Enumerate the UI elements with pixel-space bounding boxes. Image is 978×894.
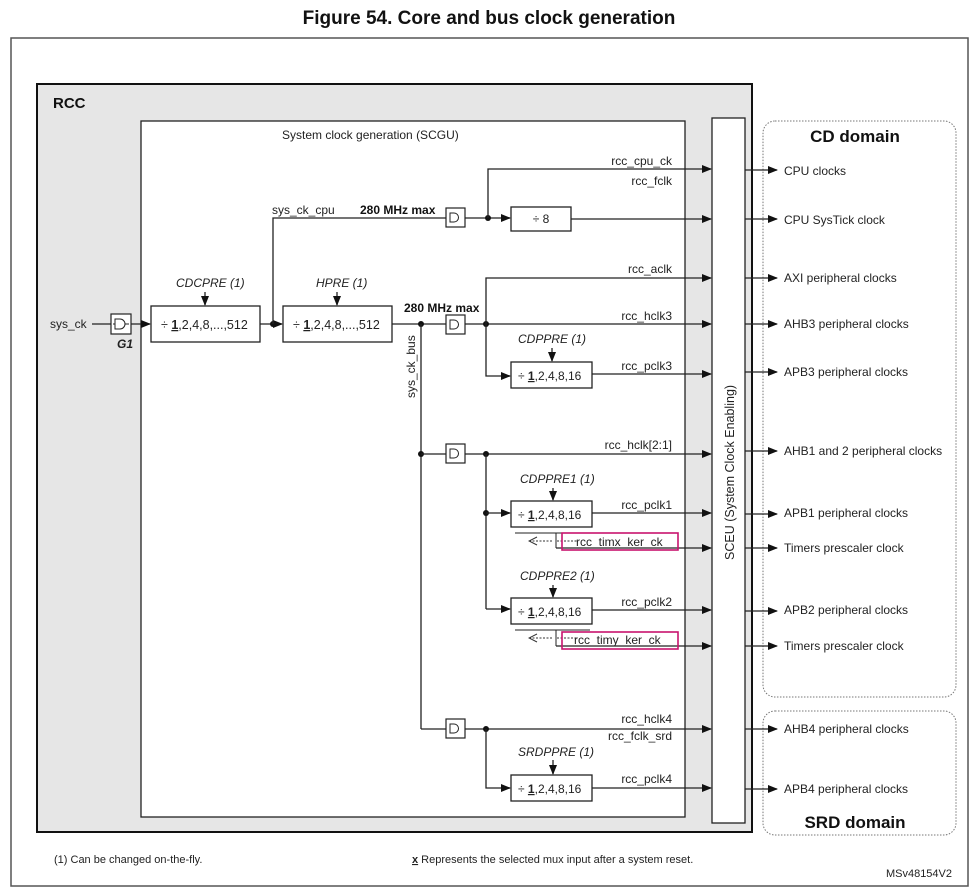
bus-max-label: 280 MHz max xyxy=(404,301,480,315)
srd-domain-label: SRD domain xyxy=(804,813,905,832)
footnote-on-the-fly: (1) Can be changed on-the-fly. xyxy=(54,854,202,866)
hpre-box xyxy=(282,305,393,343)
ahb12-gate-icon xyxy=(445,443,466,464)
rcc-timy-ker-ck-label: rcc_timy_ker_ck xyxy=(574,633,662,647)
rcc-fclk-srd-label: rcc_fclk_srd xyxy=(608,729,672,743)
rcc-fclk-label: rcc_fclk xyxy=(631,174,673,188)
cdppre-name: CDPPRE (1) xyxy=(518,332,586,346)
div8-label: ÷ 8 xyxy=(533,212,550,226)
cdppre-box xyxy=(510,361,593,389)
rcc-label: RCC xyxy=(53,95,86,112)
rcc-aclk-label: rcc_aclk xyxy=(628,262,673,276)
cdcpre-name: CDCPRE (1) xyxy=(176,276,245,290)
cd-domain-box xyxy=(762,120,957,698)
g1-label: G1 xyxy=(117,337,133,351)
rcc-pclk4-label: rcc_pclk4 xyxy=(621,772,672,786)
sceu-block xyxy=(711,117,746,824)
cd-domain-label: CD domain xyxy=(810,127,900,146)
rcc-cpu-ck-label: rcc_cpu_ck xyxy=(611,154,673,168)
dest-apb4: APB4 peripheral clocks xyxy=(784,782,908,796)
reference-code: MSv48154V2 xyxy=(886,868,952,880)
cdppre2-values: ÷ 1,2,4,8,16 xyxy=(518,605,582,619)
sceu-label: SCEU (System Clock Enabling) xyxy=(723,385,737,560)
rcc-hclk12-label: rcc_hclk[2:1] xyxy=(605,438,672,452)
figure-title: Figure 54. Core and bus clock generation xyxy=(302,8,676,29)
cdppre2-box xyxy=(510,597,593,625)
dest-timers-y: Timers prescaler clock xyxy=(784,639,905,653)
rcc-pclk2-label: rcc_pclk2 xyxy=(621,595,672,609)
sys-ck-bus-label: sys_ck_bus xyxy=(404,335,418,398)
dest-cpu-systick: CPU SysTick clock xyxy=(784,213,886,227)
cdppre-values: ÷ 1,2,4,8,16 xyxy=(518,369,582,383)
dest-ahb12: AHB1 and 2 peripheral clocks xyxy=(784,444,942,458)
dest-ahb3: AHB3 peripheral clocks xyxy=(784,317,909,331)
rcc-hclk3-label: rcc_hclk3 xyxy=(621,309,672,323)
ahb3-gate-icon xyxy=(445,314,466,335)
cdppre1-values: ÷ 1,2,4,8,16 xyxy=(518,508,582,522)
sys-ck-label: sys_ck xyxy=(50,317,88,331)
dest-apb3: APB3 peripheral clocks xyxy=(784,365,908,379)
srdppre-values: ÷ 1,2,4,8,16 xyxy=(518,782,582,796)
cpu-gate-icon xyxy=(445,207,466,228)
dest-apb2: APB2 peripheral clocks xyxy=(784,603,908,617)
footnote-reset: x Represents the selected mux input afte… xyxy=(412,854,693,866)
cdppre1-name: CDPPRE1 (1) xyxy=(520,472,595,486)
g1-gate-icon xyxy=(110,313,132,335)
hpre-name: HPRE (1) xyxy=(316,276,367,290)
dest-ahb4: AHB4 peripheral clocks xyxy=(784,722,909,736)
srdppre-box xyxy=(510,774,593,802)
rcc-pclk1-label: rcc_pclk1 xyxy=(621,498,672,512)
cdcpre-box xyxy=(150,305,261,343)
srd-gate-icon xyxy=(445,718,466,739)
cpu-max-label: 280 MHz max xyxy=(360,203,436,217)
sys-ck-cpu-label: sys_ck_cpu xyxy=(272,203,335,217)
rcc-timx-ker-ck-label: rcc_timx_ker_ck xyxy=(576,535,664,549)
cdcpre-values: ÷ 1,2,4,8,...,512 xyxy=(161,318,248,332)
scgu-block xyxy=(140,120,686,818)
dest-apb1: APB1 peripheral clocks xyxy=(784,506,908,520)
rcc-hclk4-label: rcc_hclk4 xyxy=(621,712,672,726)
dest-cpu-clocks: CPU clocks xyxy=(784,164,846,178)
cdppre1-box xyxy=(510,500,593,528)
timy-highlight xyxy=(561,631,679,650)
scgu-label: System clock generation (SCGU) xyxy=(282,128,459,142)
srdppre-name: SRDPPRE (1) xyxy=(518,745,594,759)
hpre-values: ÷ 1,2,4,8,...,512 xyxy=(293,318,380,332)
rcc-pclk3-label: rcc_pclk3 xyxy=(621,359,672,373)
timx-highlight xyxy=(561,532,679,551)
dest-axi: AXI peripheral clocks xyxy=(784,271,897,285)
sceu-outputs xyxy=(745,166,778,793)
srd-domain-box xyxy=(762,710,957,836)
cdppre2-name: CDPPRE2 (1) xyxy=(520,569,595,583)
dest-timers-x: Timers prescaler clock xyxy=(784,541,905,555)
